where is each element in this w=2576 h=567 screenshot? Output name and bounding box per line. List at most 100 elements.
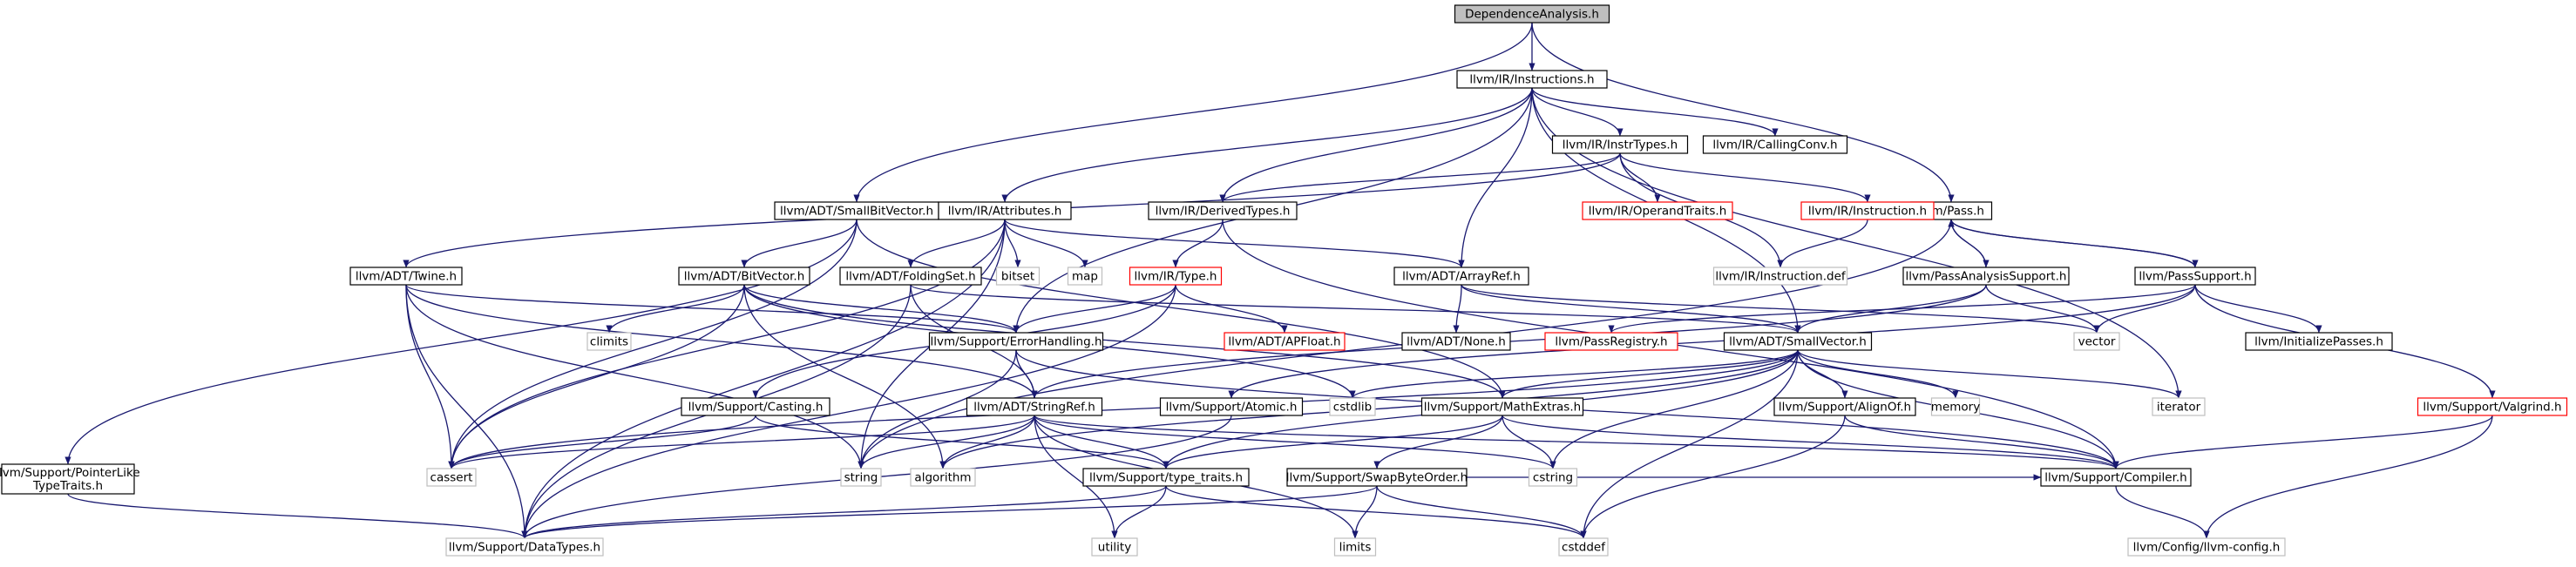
node-bitvector[interactable]: llvm/ADT/BitVector.h [678, 267, 810, 286]
node-valgrind[interactable]: llvm/Support/Valgrind.h [2417, 397, 2568, 416]
node-cstdlib[interactable]: cstdlib [1329, 397, 1376, 416]
node-label: bitset [1001, 270, 1034, 284]
edge-stringref-to-cstring [1034, 415, 1556, 469]
node-none[interactable]: llvm/ADT/None.h [1401, 332, 1511, 351]
node-box [1067, 267, 1103, 286]
node-label: llvm/Support/Atomic.h [1166, 401, 1298, 415]
edge-type-to-errorhandling [1013, 284, 1176, 334]
edge-errorhandling-to-stringref [1015, 349, 1038, 399]
node-passregistry[interactable]: llvm/PassRegistry.h [1544, 332, 1678, 351]
node-arrayref[interactable]: llvm/ADT/ArrayRef.h [1393, 267, 1529, 286]
node-atomic[interactable]: llvm/Support/Atomic.h [1159, 397, 1304, 416]
node-iterator[interactable]: iterator [2152, 397, 2206, 416]
edge-bitvector-to-cassert [448, 284, 745, 469]
node-layer: DependenceAnalysis.h llvm/IR/Instructions… [0, 4, 2568, 557]
node-box [1129, 267, 1223, 286]
edge-twine-to-datatypes [405, 284, 528, 539]
node-derivedtypes[interactable]: llvm/IR/DerivedTypes.h [1148, 201, 1298, 220]
edge-passsupport-to-initializepasses [2194, 284, 2322, 334]
node-box [1800, 201, 1935, 220]
node-label: llvm/IR/Instruction.def [1715, 270, 1847, 284]
edge-bitvector-to-mathextras [743, 284, 1506, 399]
node-label: llvm/IR/Type.h [1135, 270, 1217, 284]
edge-passanalysis-to-vector [1985, 284, 2100, 334]
node-label: limits [1339, 541, 1372, 555]
node-memory[interactable]: memory [1930, 397, 1981, 416]
node-box [1582, 201, 1733, 220]
node-utility[interactable]: utility [1091, 537, 1138, 557]
node-datatypes[interactable]: llvm/Support/DataTypes.h [445, 537, 604, 557]
node-errorhandling[interactable]: llvm/Support/ErrorHandling.h [928, 332, 1104, 351]
edge-passsupport-to-atomic [1228, 284, 2196, 399]
node-label: map [1072, 270, 1098, 284]
node-box [1551, 135, 1689, 154]
edge-errorhandling-to-string [858, 349, 1017, 469]
node-string[interactable]: string [840, 468, 882, 487]
node-apfloat[interactable]: llvm/ADT/APFloat.h [1224, 332, 1346, 351]
node-typetraits[interactable]: llvm/Support/type_traits.h [1082, 468, 1250, 487]
node-attributes[interactable]: llvm/IR/Attributes.h [938, 201, 1072, 220]
node-cstddef[interactable]: cstddef [1558, 537, 1609, 557]
node-casting[interactable]: llvm/Support/Casting.h [681, 397, 830, 416]
node-box [1401, 332, 1511, 351]
node-llvmconfig[interactable]: llvm/Config/llvm-config.h [2127, 537, 2286, 557]
node-passsupport[interactable]: llvm/PassSupport.h [2134, 267, 2256, 286]
node-cstring[interactable]: cstring [1528, 468, 1578, 487]
node-passanalysis[interactable]: llvm/PassAnalysisSupport.h [1902, 267, 2070, 286]
node-limits[interactable]: limits [1333, 537, 1377, 557]
node-box [2040, 468, 2192, 487]
node-label: llvm/Config/llvm-config.h [2133, 541, 2281, 555]
node-box [2245, 332, 2393, 351]
node-label: llvm/ADT/BitVector.h [684, 270, 805, 284]
node-box [586, 332, 632, 351]
node-box [1902, 267, 2070, 286]
node-climits[interactable]: climits [586, 332, 632, 351]
edge-typetraits-to-utility [1111, 485, 1167, 539]
edge-passsupport-to-passregistry [1608, 284, 2196, 334]
edge-swapbyteorder-to-cstddef [1376, 485, 1587, 539]
node-smallvector[interactable]: llvm/ADT/SmallVector.h [1723, 332, 1873, 351]
edge-smallbitvector-to-pointerlike [64, 219, 858, 465]
node-box [1456, 70, 1608, 89]
edge-attributes-to-bitset [1004, 219, 1021, 268]
node-alignof[interactable]: llvm/Support/AlignOf.h [1773, 397, 1916, 416]
node-swapbyteorder[interactable]: llvm/Support/SwapByteOrder.h [1286, 468, 1468, 487]
node-box [1930, 397, 1981, 416]
node-callingconv[interactable]: llvm/IR/CallingConv.h [1702, 135, 1848, 154]
node-dep[interactable]: DependenceAnalysis.h [1454, 4, 1610, 24]
node-algorithm[interactable]: algorithm [910, 468, 976, 487]
node-vector[interactable]: vector [2073, 332, 2120, 351]
node-type[interactable]: llvm/IR/Type.h [1129, 267, 1223, 286]
node-mathextras[interactable]: llvm/Support/MathExtras.h [1420, 397, 1584, 416]
node-foldingset[interactable]: llvm/ADT/FoldingSet.h [839, 267, 982, 286]
node-twine[interactable]: llvm/ADT/Twine.h [349, 267, 463, 286]
node-box [928, 332, 1104, 351]
node-stringref[interactable]: llvm/ADT/StringRef.h [966, 397, 1103, 416]
edge-swapbyteorder-to-limits [1352, 485, 1378, 539]
node-box [1420, 397, 1584, 416]
edge-instructions-to-iterator [1531, 87, 2182, 399]
edge-casting-to-cassert [448, 415, 756, 469]
node-map[interactable]: map [1067, 267, 1103, 286]
node-box [1723, 332, 1873, 351]
node-instruction[interactable]: llvm/IR/Instruction.h [1800, 201, 1935, 220]
edge-instrtypes-to-operandtraits [1619, 152, 1661, 203]
node-smallbitvector[interactable]: llvm/ADT/SmallBitVector.h [774, 201, 939, 220]
node-box [1091, 537, 1138, 557]
edge-instrtypes-to-instruction [1619, 152, 1871, 203]
node-box [966, 397, 1103, 416]
edge-stringref-to-algorithm [939, 415, 1035, 469]
node-initializepasses[interactable]: llvm/InitializePasses.h [2245, 332, 2393, 351]
edge-twine-to-cassert [405, 284, 455, 469]
node-instructiondef[interactable]: llvm/IR/Instruction.def [1712, 267, 1848, 286]
node-bitset[interactable]: bitset [995, 267, 1041, 286]
node-label: llvm/Support/AlignOf.h [1779, 401, 1911, 415]
node-label: llvm/Support/MathExtras.h [1424, 401, 1581, 415]
edge-pointerlike-to-datatypes [67, 493, 528, 539]
node-cassert[interactable]: cassert [426, 468, 477, 487]
node-compiler[interactable]: llvm/Support/Compiler.h [2040, 468, 2192, 487]
node-instructions[interactable]: llvm/IR/Instructions.h [1456, 70, 1608, 89]
node-operandtraits[interactable]: llvm/IR/OperandTraits.h [1582, 201, 1733, 220]
node-instrtypes[interactable]: llvm/IR/InstrTypes.h [1551, 135, 1689, 154]
